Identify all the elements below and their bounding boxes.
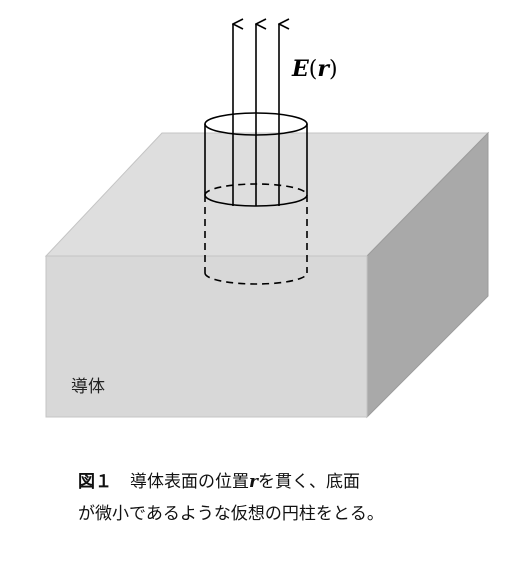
conductor-box (44, 131, 490, 419)
caption-line-1: 図１ 導体表面の位置rを貫く、底面 (78, 466, 508, 498)
caption-text-2: を貫く、底面 (257, 472, 360, 492)
field-arrows (233, 24, 279, 206)
field-label: E(r) (291, 56, 338, 82)
figure-caption: 図１ 導体表面の位置rを貫く、底面 が微小であるような仮想の円柱をとる。 (78, 466, 508, 530)
position-symbol: r (249, 472, 258, 492)
figure-number: 図１ (78, 472, 112, 492)
conductor-label: 導体 (71, 377, 105, 397)
box-front-face (45, 255, 368, 418)
caption-line-2: が微小であるような仮想の円柱をとる。 (78, 504, 384, 524)
cylinder-bottom-arc (204, 272, 308, 285)
caption-text-1: 導体表面の位置 (130, 472, 249, 492)
